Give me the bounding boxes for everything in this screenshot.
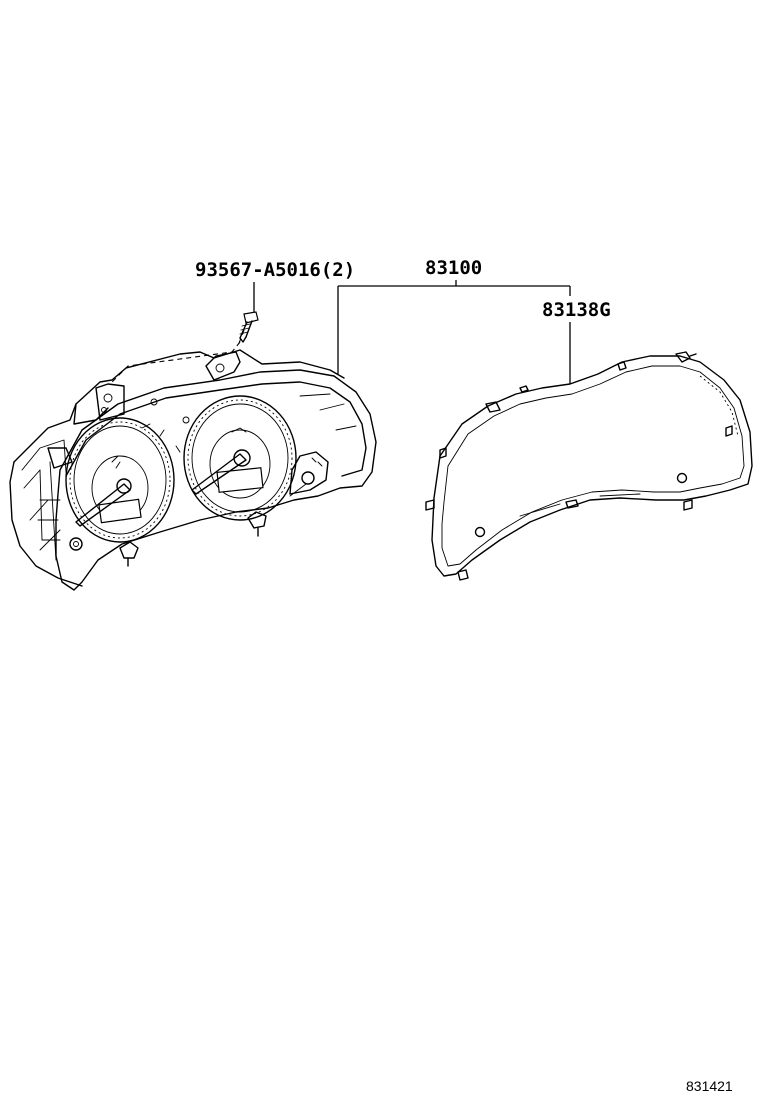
figure-number: 831421 [686, 1078, 733, 1094]
label-meter-glass: 83138G [542, 299, 611, 321]
left-gauge [65, 417, 175, 543]
combination-meter-drawing [9, 349, 377, 591]
meter-glass-drawing [425, 351, 753, 581]
bottom-bosses [69, 511, 267, 567]
small-gauge [289, 451, 329, 497]
leader-lines [109, 280, 571, 385]
right-gauge [183, 395, 297, 521]
label-combination-meter: 83100 [425, 257, 482, 279]
label-screw: 93567-A5016(2) [195, 259, 355, 281]
screw-icon [239, 311, 259, 343]
